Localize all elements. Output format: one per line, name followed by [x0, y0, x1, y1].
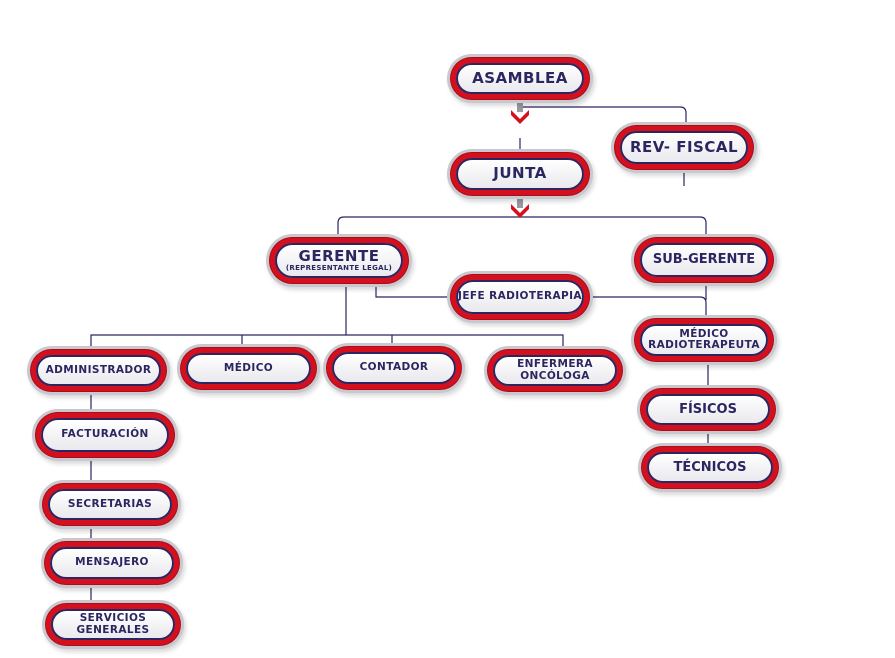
- chevron-down-icon: [511, 194, 529, 218]
- node-label: GERENTE: [298, 246, 380, 265]
- node-label: SERVICIOS: [79, 612, 147, 625]
- node-label: MENSAJERO: [75, 556, 149, 569]
- node-label: RADIOTERAPEUTA: [648, 339, 760, 351]
- node-label: JUNTA: [493, 164, 547, 183]
- node-label: FACTURACIÓN: [61, 428, 149, 441]
- node-junta: JUNTA: [456, 158, 584, 190]
- connector-junta-branch: [337, 216, 707, 237]
- connector-asamblea-revfiscal: [519, 100, 687, 127]
- node-jefe-radioterapia: JEFE RADIOTERAPIA: [456, 280, 584, 314]
- node-label: SECRETARIAS: [67, 497, 153, 510]
- node-rev-fiscal: REV- FISCAL: [620, 131, 748, 164]
- node-label: TÉCNICOS: [673, 459, 747, 475]
- node-label: CONTADOR: [359, 361, 429, 374]
- node-secretarias: SECRETARIAS: [48, 489, 172, 520]
- node-label: REV- FISCAL: [629, 137, 739, 156]
- node-sub-gerente: SUB-GERENTE: [640, 243, 768, 277]
- node-label: ASAMBLEA: [472, 68, 568, 87]
- node-servicios-generales: SERVICIOS GENERALES: [51, 609, 175, 640]
- node-facturacion: FACTURACIÓN: [41, 418, 169, 452]
- node-label: MÉDICO: [679, 327, 729, 340]
- node-gerente: GERENTE (REPRESENTANTE LEGAL): [275, 243, 403, 278]
- node-fisicos: FÍSICOS: [646, 394, 770, 425]
- node-enfermera-oncologa: ENFERMERA ONCÓLOGA: [493, 355, 617, 386]
- node-label: GENERALES: [76, 623, 150, 636]
- node-label: FÍSICOS: [679, 401, 737, 417]
- node-tecnicos: TÉCNICOS: [647, 452, 773, 483]
- node-label: JEFE RADIOTERAPIA: [458, 290, 582, 303]
- node-mensajero: MENSAJERO: [50, 547, 174, 579]
- node-label: ENFERMERA: [517, 358, 593, 371]
- chevron-down-icon: [511, 98, 529, 124]
- node-label: ONCÓLOGA: [520, 369, 590, 382]
- node-administrador: ADMINISTRADOR: [36, 355, 161, 386]
- node-asamblea: ASAMBLEA: [456, 63, 584, 94]
- node-label: MÉDICO: [223, 361, 274, 374]
- connector-jefe: [375, 284, 707, 318]
- node-label: ADMINISTRADOR: [45, 363, 152, 376]
- node-medico-radioterapeuta: MÉDICO RADIOTERAPEUTA: [640, 324, 768, 356]
- node-label: SUB-GERENTE: [652, 252, 756, 268]
- node-medico: MÉDICO: [186, 353, 311, 384]
- node-sublabel: (REPRESENTANTE LEGAL): [285, 263, 393, 272]
- connector-gerente-branch: [90, 334, 564, 350]
- node-contador: CONTADOR: [332, 352, 456, 384]
